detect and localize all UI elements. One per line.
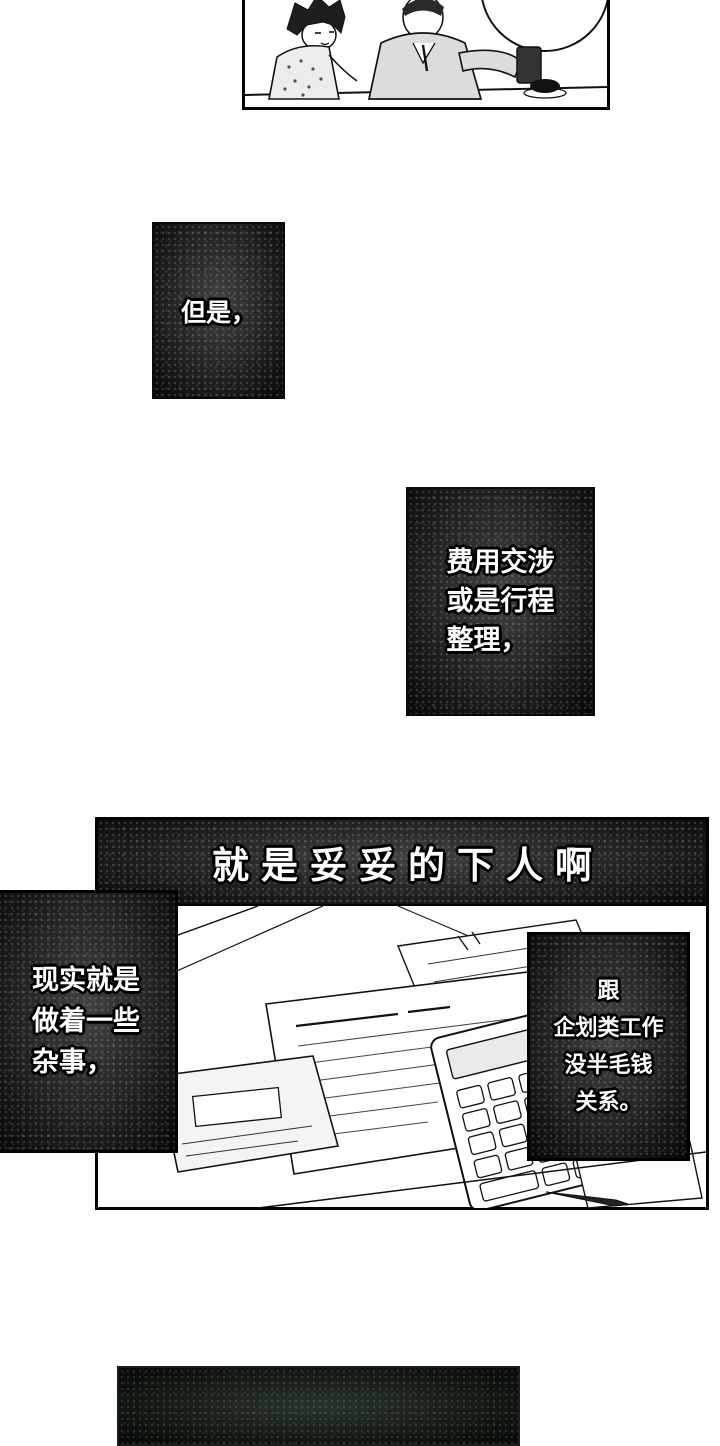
caption-line: 费用交涉 bbox=[446, 547, 555, 578]
caption-text: 但是， bbox=[180, 297, 256, 327]
pen-icon bbox=[545, 1191, 629, 1207]
coffee-cup-icon bbox=[530, 79, 560, 93]
caption-line: 杂事， bbox=[32, 1047, 113, 1078]
caption-panel-but: 但是， bbox=[152, 222, 285, 399]
caption-line: 现实就是 bbox=[32, 965, 140, 996]
caption-line: 企划类工作 bbox=[553, 1015, 664, 1041]
caption-line: 关系。 bbox=[575, 1089, 642, 1115]
caption-panel-unrelated: 跟 企划类工作 没半毛钱 关系。 bbox=[527, 932, 690, 1161]
panel-top-scene bbox=[242, 0, 610, 110]
caption-line: 跟 bbox=[597, 978, 620, 1004]
caption-panel-reality: 现实就是 做着一些 杂事， bbox=[0, 890, 178, 1153]
left-man-figure bbox=[268, 0, 358, 100]
caption-line: 或是行程 bbox=[446, 586, 555, 617]
caption-panel-tasks: 费用交涉 或是行程 整理， bbox=[406, 487, 595, 716]
title-band: 就是妥妥的下人啊 bbox=[98, 820, 706, 906]
two-men-at-table-illustration bbox=[245, 0, 607, 100]
caption-line: 没半毛钱 bbox=[564, 1052, 653, 1078]
phone-icon bbox=[516, 46, 542, 84]
round-lamp-icon bbox=[481, 0, 607, 52]
caption-line: 整理， bbox=[446, 625, 528, 656]
caption-line: 做着一些 bbox=[32, 1006, 140, 1037]
panel-bottom-partial bbox=[117, 1366, 520, 1446]
panel-title: 就是妥妥的下人啊 bbox=[212, 844, 604, 887]
right-man-figure bbox=[367, 0, 567, 100]
